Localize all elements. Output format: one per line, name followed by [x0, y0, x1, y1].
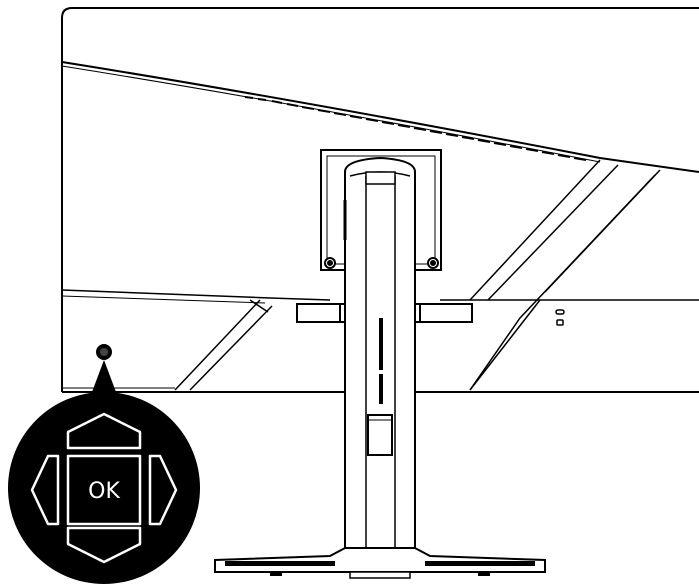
- stand-neck: [343, 156, 416, 549]
- stand-base: [214, 547, 546, 579]
- diagonal-trim: [62, 159, 661, 391]
- arrow-left-icon: [30, 454, 60, 526]
- joystick-button-icon: OK: [8, 392, 200, 584]
- ok-label: OK: [88, 479, 120, 504]
- ok-button-square: [66, 454, 142, 526]
- vent-slots: [244, 96, 587, 161]
- arrow-right-icon: [148, 454, 178, 526]
- port-icons: [555, 309, 565, 326]
- monitor-back-panel: [61, 7, 699, 393]
- arrow-up-icon: [66, 412, 142, 450]
- joystick-button: [96, 344, 112, 360]
- arrow-down-icon: [66, 526, 142, 564]
